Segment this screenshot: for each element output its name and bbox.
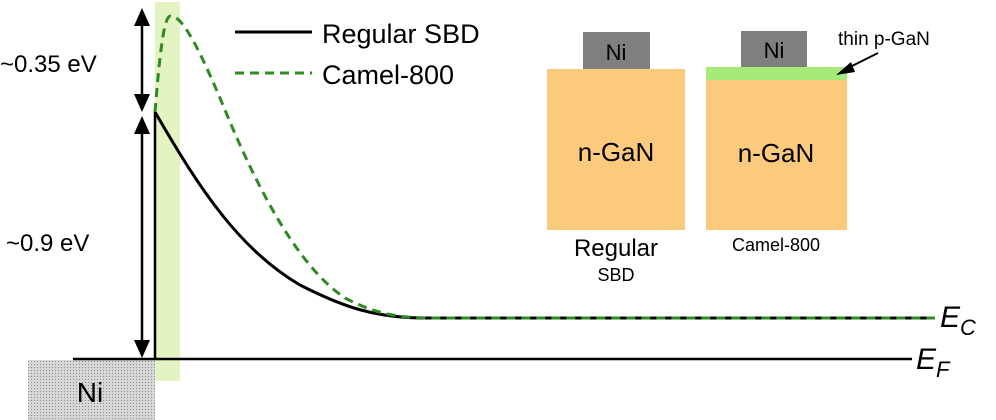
camel-ni-contact: [741, 31, 807, 67]
metal-label: Ni: [77, 377, 103, 408]
regular-caption-line2: SBD: [597, 265, 634, 285]
regular-ni-contact: [583, 32, 650, 69]
metal-block: [28, 360, 155, 420]
regular-gan-label: n-GaN: [578, 137, 655, 167]
camel-gan-body: [706, 80, 847, 230]
camel-gan-label: n-GaN: [738, 138, 815, 168]
legend: Regular SBD Camel-800: [235, 19, 480, 90]
ef-label: EF: [916, 343, 951, 382]
camel-800-curve: [153, 14, 935, 320]
regular-sbd-curve: [153, 111, 935, 320]
ef-subscript: F: [936, 357, 951, 382]
ec-subscript: C: [960, 315, 976, 340]
lower-barrier-arrow: [134, 116, 150, 358]
pgan-annotation-arrow: [836, 52, 879, 75]
upper-barrier-arrow: [134, 8, 150, 112]
regular-gan-body: [547, 69, 685, 230]
lower-barrier-label: ~0.9 eV: [6, 230, 89, 257]
regular-ni-label: Ni: [606, 40, 627, 65]
camel-caption: Camel-800: [732, 235, 820, 255]
regular-sbd-structure: Ni n-GaN Regular SBD: [547, 32, 685, 285]
upper-barrier-label: ~0.35 eV: [0, 51, 97, 78]
pgan-annotation: thin p-GaN: [838, 29, 930, 50]
regular-caption-line1: Regular: [574, 235, 658, 262]
legend-regular-label: Regular SBD: [322, 19, 480, 49]
camel-ni-label: Ni: [764, 38, 785, 63]
camel-800-structure: Ni n-GaN Camel-800 thin p-GaN: [706, 29, 930, 255]
legend-camel-label: Camel-800: [322, 60, 454, 90]
ec-label: EC: [940, 301, 976, 340]
camel-pgan-layer: [706, 67, 847, 80]
